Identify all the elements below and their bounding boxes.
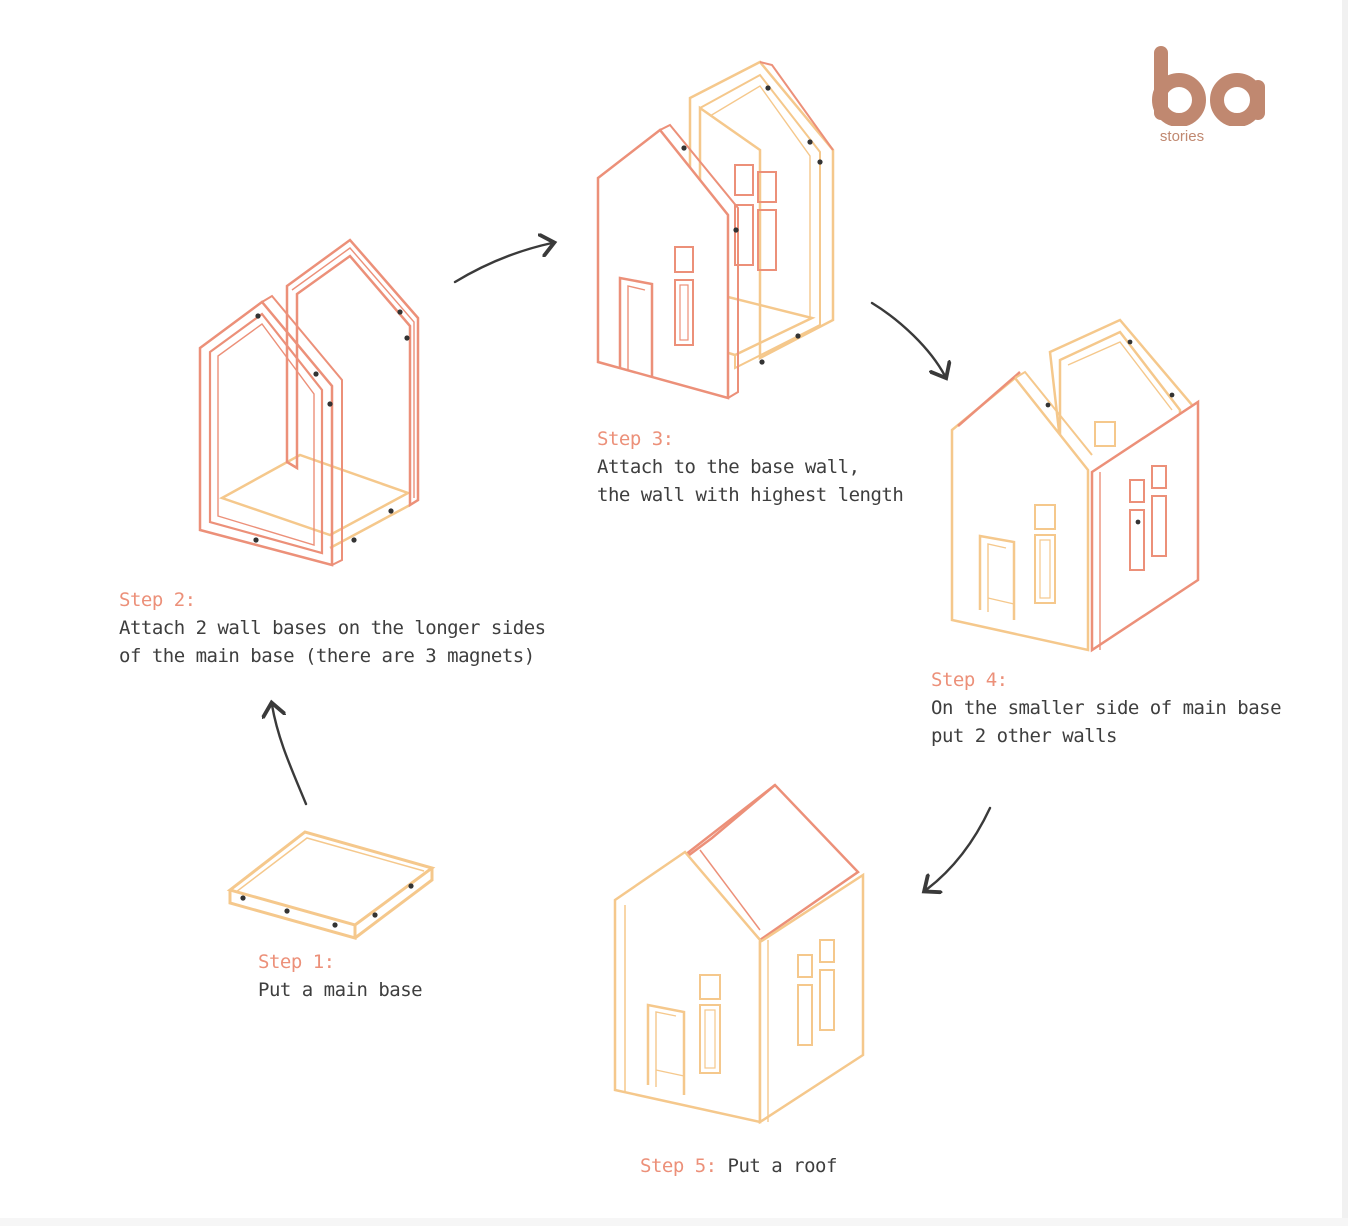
- step-5-label: Step 5:: [640, 1155, 717, 1177]
- step-2-label: Step 2:: [119, 589, 196, 611]
- step-1-caption: Step 1: Put a main base: [258, 948, 423, 1004]
- step-5-illustration: [613, 783, 865, 1125]
- ba-logo-mark: [1152, 46, 1265, 126]
- step-3-text-line-1: Attach to the base wall,: [597, 456, 860, 478]
- step-2-text-line-1: Attach 2 wall bases on the longer sides: [119, 617, 546, 639]
- page-right-edge: [1342, 0, 1348, 1226]
- arrow-step4-to-step5: [926, 806, 992, 890]
- brand-logo: stories: [1148, 44, 1272, 154]
- step-1-label: Step 1:: [258, 951, 335, 973]
- step-4-text-line-1: On the smaller side of main base: [931, 697, 1282, 719]
- arrow-step3-to-step4: [870, 301, 945, 376]
- step-4-caption: Step 4: On the smaller side of main base…: [931, 666, 1282, 750]
- step-4-label: Step 4:: [931, 669, 1008, 691]
- step-5-caption: Step 5: Put a roof: [640, 1152, 837, 1180]
- step-2-caption: Step 2: Attach 2 wall bases on the longe…: [119, 586, 546, 670]
- step-3-caption: Step 3: Attach to the base wall, the wal…: [597, 425, 904, 509]
- arrow-step2-to-step3: [453, 243, 552, 284]
- step-2-illustration: [198, 238, 420, 567]
- step-1-text: Put a main base: [258, 979, 423, 1001]
- arrow-step1-to-step2: [272, 705, 308, 806]
- step-3-illustration: [596, 60, 835, 400]
- step-3-text-line-2: the wall with highest length: [597, 484, 904, 506]
- step-5-text: Put a roof: [727, 1155, 838, 1177]
- page-bottom-edge: [0, 1218, 1348, 1226]
- step-1-illustration: [226, 830, 436, 940]
- step-3-label: Step 3:: [597, 428, 674, 450]
- step-2-text-line-2: of the main base (there are 3 magnets): [119, 645, 535, 667]
- step-4-text-line-2: put 2 other walls: [931, 725, 1117, 747]
- step-4-illustration: [950, 318, 1200, 653]
- brand-subtitle: stories: [1159, 128, 1205, 145]
